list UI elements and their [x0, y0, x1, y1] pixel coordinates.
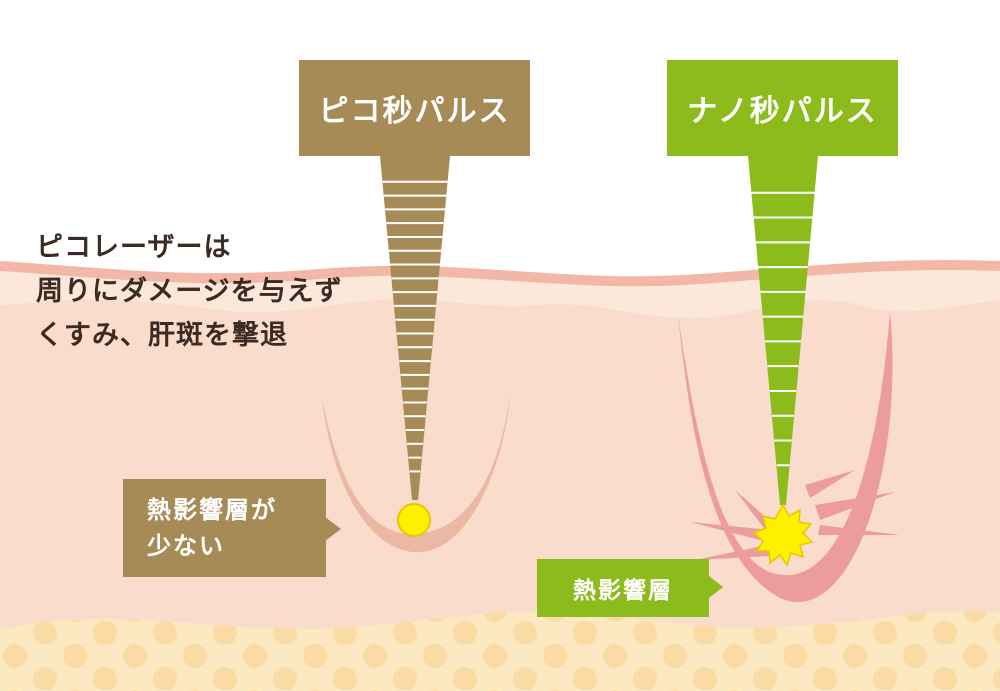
pico-heat-note-pointer: [325, 517, 341, 541]
headline-line-3: くすみ、肝斑を撃退: [36, 320, 288, 351]
pico-beam: [380, 156, 450, 500]
nano-pulse-title: ナノ秒パルス: [667, 60, 898, 156]
nano-heat-note-pointer: [709, 576, 723, 598]
pico-focus-point: [397, 503, 431, 537]
pico-heat-note: 熱影響層が 少ない: [123, 479, 326, 577]
nano-focus-burst: [752, 503, 814, 567]
dermis-layer: [0, 260, 1000, 691]
nano-beam-stripes: [751, 191, 815, 467]
nano-beam: [748, 156, 818, 505]
nano-heat-note: 熱影響層: [537, 559, 709, 617]
headline-line-2: 周りにダメージを与えず: [36, 276, 343, 307]
pico-beam-stripes: [382, 180, 448, 473]
headline-text: ピコレーザーは 周りにダメージを与えず くすみ、肝斑を撃退: [36, 226, 456, 358]
skin-surface-line: [0, 259, 1000, 287]
pico-pulse-title: ピコ秒パルス: [299, 60, 530, 156]
epidermis-layer: [0, 268, 1000, 319]
pico-heat-note-line-1: 熱影響層が: [147, 496, 277, 524]
pico-heat-note-line-2: 少ない: [147, 532, 225, 560]
fat-dots: [0, 610, 1000, 691]
headline-line-1: ピコレーザーは: [36, 232, 232, 263]
pico-heat-zone: [322, 395, 510, 553]
